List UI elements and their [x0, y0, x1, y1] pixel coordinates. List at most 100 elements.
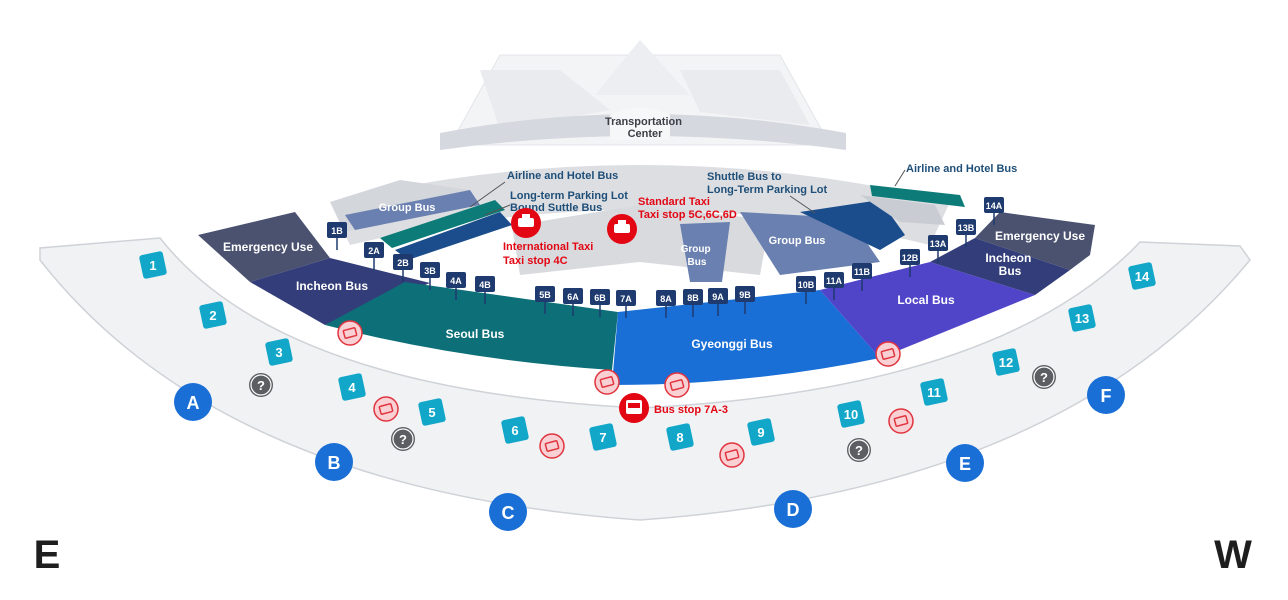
section-label: E — [959, 454, 971, 474]
section-C[interactable]: C — [489, 493, 527, 531]
ticket-machine-icon[interactable] — [888, 408, 914, 434]
section-F[interactable]: F — [1087, 376, 1125, 414]
zone-label: Group Bus — [681, 244, 714, 268]
platform-tag[interactable]: 8B — [683, 289, 703, 317]
platform-tag-label: 4A — [450, 276, 462, 286]
exit-gate-7[interactable]: 7 — [589, 423, 617, 451]
ticket-machine-icon[interactable] — [719, 442, 745, 468]
exit-gate-3[interactable]: 3 — [265, 338, 293, 366]
ticket-machine-icon[interactable] — [373, 396, 399, 422]
help-icon[interactable]: ? — [391, 427, 415, 451]
exit-gate-label: 3 — [275, 345, 282, 360]
terminal-sections: A B C D E F — [174, 376, 1125, 531]
exit-gate-5[interactable]: 5 — [418, 398, 446, 426]
exit-gate-11[interactable]: 11 — [920, 378, 948, 406]
exit-gate-10[interactable]: 10 — [837, 400, 865, 428]
exit-gate-label: 6 — [511, 423, 518, 438]
platform-tag[interactable]: 14A — [984, 197, 1004, 225]
exit-gate-label: 12 — [999, 355, 1013, 370]
callout-label: Airline and Hotel Bus — [906, 163, 1017, 175]
exit-gate-label: 13 — [1075, 311, 1089, 326]
help-icon[interactable]: ? — [249, 373, 273, 397]
incheon-bus-left-zone[interactable] — [250, 258, 430, 325]
exit-gate-label: 10 — [844, 407, 858, 422]
exit-gate-label: 11 — [927, 385, 941, 400]
ticket-machine-icon[interactable] — [664, 372, 690, 398]
svg-text:?: ? — [257, 378, 265, 393]
section-label: C — [502, 503, 515, 523]
ticket-machine-icon[interactable] — [539, 433, 565, 459]
shuttle-right-lane[interactable] — [800, 200, 905, 250]
platform-tag[interactable]: 13A — [928, 235, 948, 263]
transportation-center-label: Transportation Center — [605, 116, 685, 140]
platform-tag[interactable]: 2B — [393, 254, 413, 282]
section-D[interactable]: D — [774, 490, 812, 528]
section-label: B — [328, 453, 341, 473]
compass-right: W — [1214, 533, 1252, 577]
section-E[interactable]: E — [946, 444, 984, 482]
platform-tag[interactable]: 10B — [796, 276, 816, 304]
platform-tag[interactable]: 4A — [446, 272, 466, 300]
platform-tag-label: 7A — [620, 294, 632, 304]
platform-tag[interactable]: 4B — [475, 276, 495, 304]
platform-tag[interactable]: 5B — [535, 286, 555, 314]
emergency-use-left-zone[interactable] — [198, 212, 330, 282]
upper-bus-lanes — [330, 165, 965, 282]
stop-label: Standard Taxi Taxi stop 5C,6C,6D — [638, 196, 737, 221]
section-A[interactable]: A — [174, 383, 212, 421]
platform-tag[interactable]: 6B — [590, 289, 610, 317]
zone-label: Local Bus — [897, 293, 955, 307]
platform-tag[interactable]: 9A — [708, 288, 728, 316]
group-bus-left-area[interactable] — [345, 190, 480, 230]
zone-label: Seoul Bus — [446, 327, 505, 341]
platform-tag-label: 14A — [986, 201, 1003, 211]
help-icon[interactable]: ? — [1032, 365, 1056, 389]
platform-tag[interactable]: 2A — [364, 242, 384, 270]
platform-tag[interactable]: 6A — [563, 288, 583, 316]
zone-label: Gyeonggi Bus — [691, 337, 773, 351]
exit-gate-9[interactable]: 9 — [747, 418, 775, 446]
exit-gate-2[interactable]: 2 — [199, 301, 227, 329]
incheon-bus-right-zone[interactable] — [930, 238, 1070, 295]
group-bus-center-area[interactable] — [680, 222, 730, 282]
platform-tag[interactable]: 11B — [852, 263, 872, 291]
airline-hotel-bus-right-lane[interactable] — [870, 185, 965, 207]
help-icon[interactable]: ? — [847, 438, 871, 462]
exit-gate-8[interactable]: 8 — [666, 423, 694, 451]
platform-tag[interactable]: 12B — [900, 249, 920, 277]
platform-tag[interactable]: 3B — [420, 262, 440, 290]
ticket-machine-icon[interactable] — [875, 341, 901, 367]
platform-tag[interactable]: 11A — [824, 272, 844, 300]
svg-text:?: ? — [399, 432, 407, 447]
exit-gate-4[interactable]: 4 — [338, 373, 366, 401]
exit-gate-14[interactable]: 14 — [1128, 262, 1156, 290]
platform-tag[interactable]: 1B — [327, 222, 347, 250]
exit-gate-label: 4 — [348, 380, 356, 395]
exit-gate-1[interactable]: 1 — [139, 251, 167, 279]
platform-tag[interactable]: 9B — [735, 286, 755, 314]
exit-gate-13[interactable]: 13 — [1068, 304, 1096, 332]
ticket-machine-icon[interactable] — [594, 369, 620, 395]
emergency-use-right-zone[interactable] — [975, 212, 1095, 270]
gyeonggi-bus-zone[interactable] — [612, 290, 880, 385]
ticket-machine-icon[interactable] — [337, 320, 363, 346]
exit-gate-12[interactable]: 12 — [992, 348, 1020, 376]
zone-label: Emergency Use — [223, 240, 313, 254]
exit-gate-label: 9 — [757, 425, 764, 440]
section-B[interactable]: B — [315, 443, 353, 481]
transportation-center-building[interactable]: Transportation Center — [440, 40, 846, 150]
long-term-shuttle-lane[interactable] — [395, 212, 512, 260]
international-taxi-stop[interactable] — [511, 208, 541, 238]
airline-hotel-bus-lane[interactable] — [380, 200, 505, 248]
exit-gate-6[interactable]: 6 — [501, 416, 529, 444]
platform-tag-label: 5B — [539, 290, 551, 300]
platform-tag[interactable]: 7A — [616, 290, 636, 318]
platform-tag[interactable]: 13B — [956, 219, 976, 247]
standard-taxi-stop[interactable] — [607, 214, 637, 244]
svg-text:?: ? — [1040, 370, 1048, 385]
bus-stop-marker[interactable] — [619, 393, 649, 423]
local-bus-zone[interactable] — [820, 262, 1035, 358]
platform-tag[interactable]: 8A — [656, 290, 676, 318]
